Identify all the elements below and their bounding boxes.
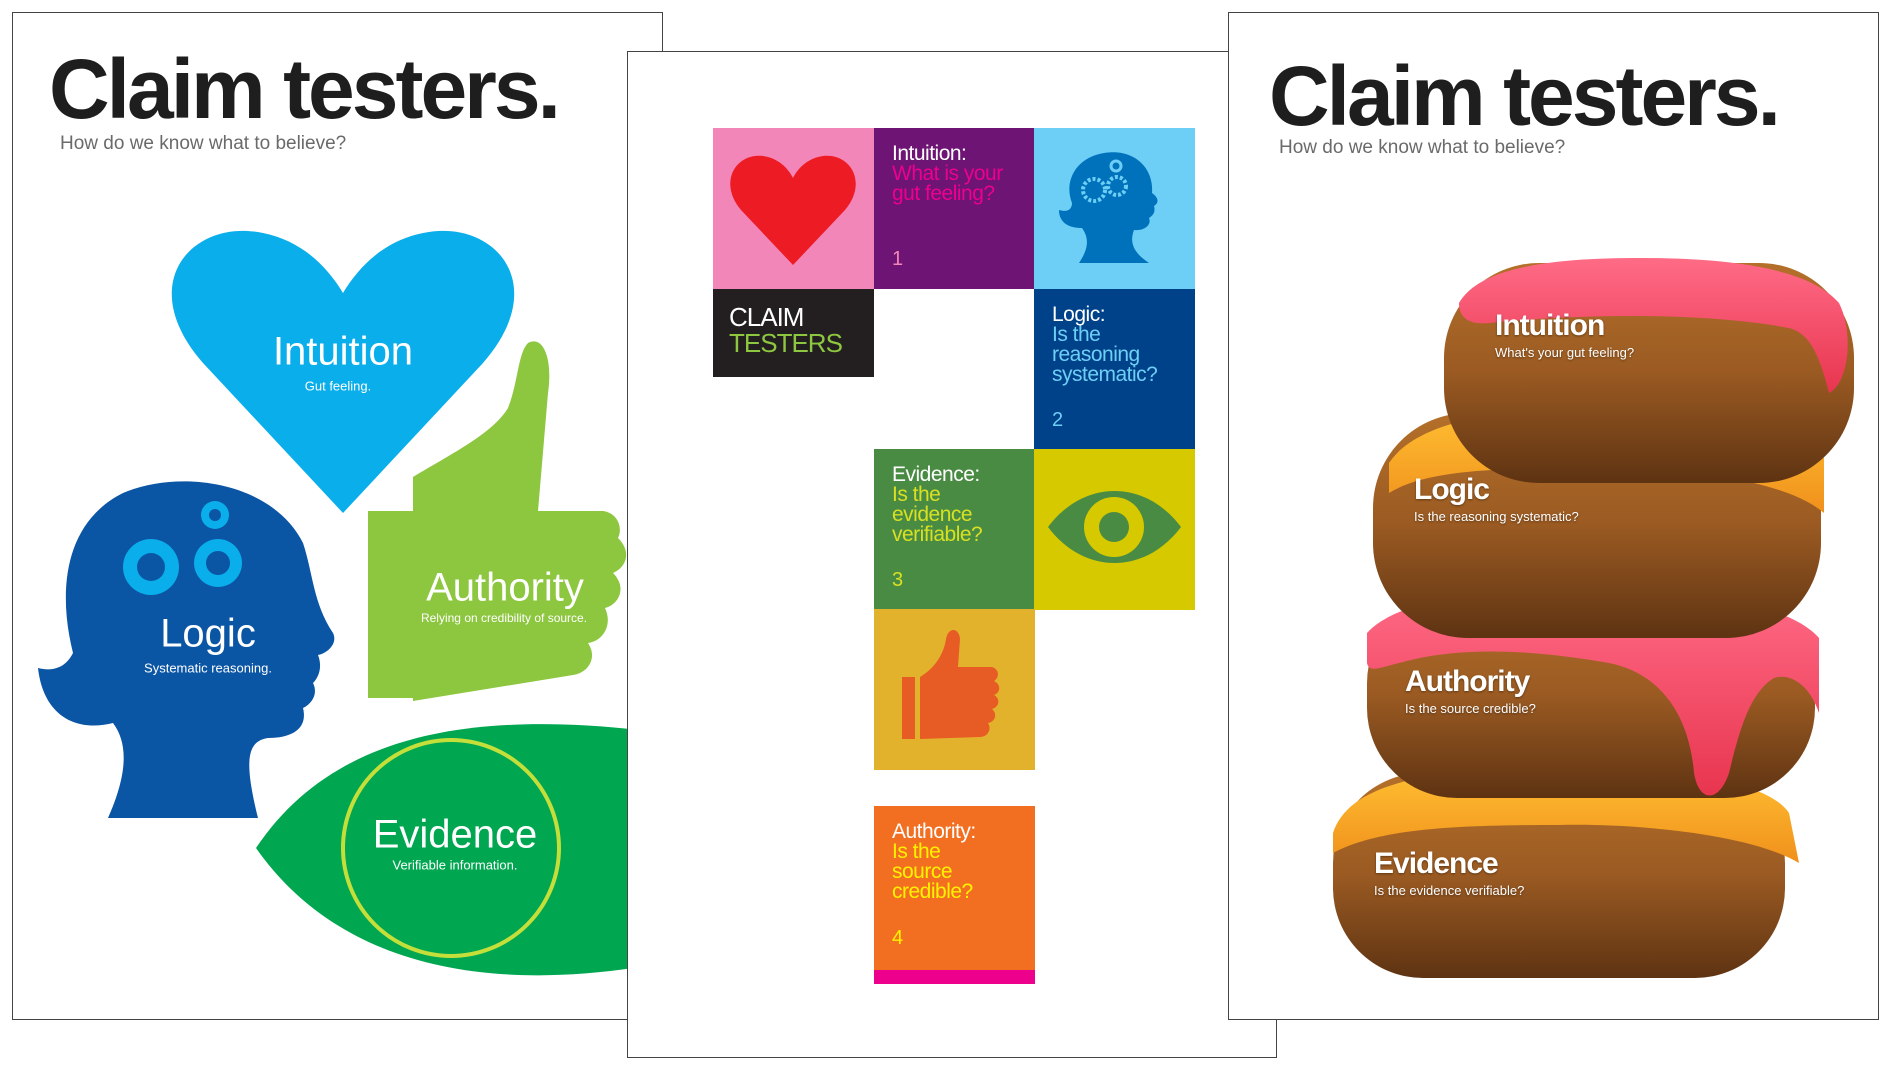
- poster-left: Claim testers. How do we know what to be…: [12, 12, 663, 1020]
- logic-tile-label: Logic:: [1052, 303, 1106, 326]
- donut-authority: [1367, 588, 1819, 798]
- claim-word: CLAIM: [729, 302, 804, 332]
- thumbs-up-icon: [902, 630, 1000, 739]
- head-tile: [1034, 128, 1195, 289]
- intuition-tile: Intuition:What is your gut feeling? 1: [874, 128, 1035, 289]
- intuition-desc: Gut feeling.: [304, 378, 372, 394]
- authority-desc: Relying on credibility of source.: [420, 611, 588, 625]
- logic-tile: Logic:Is the reasoning systematic? 2: [1034, 289, 1195, 450]
- evidence-tile: Evidence:Is the evidence verifiable? 3: [874, 449, 1035, 610]
- evidence-label: Evidence: [1374, 847, 1499, 880]
- intuition-tile-number: 1: [892, 248, 904, 270]
- head-silhouette-icon: [1059, 152, 1158, 263]
- logic-desc: Systematic reasoning.: [144, 660, 272, 676]
- intuition-label: Intuition: [1495, 309, 1605, 342]
- evidence-desc: Is the evidence verifiable?: [1374, 883, 1525, 898]
- poster-title: Claim testers.: [1269, 49, 1781, 143]
- thumbs-up-icon: [368, 341, 627, 701]
- authority-tile-number: 4: [892, 927, 904, 949]
- poster-subtitle: How do we know what to believe?: [1279, 137, 1566, 158]
- heart-icon: [730, 155, 856, 265]
- authority-tile-question: Is the source credible?: [892, 840, 973, 903]
- eye-tile: [1034, 449, 1195, 610]
- poster-subtitle: How do we know what to believe?: [60, 133, 347, 154]
- testers-word: TESTERS: [729, 328, 843, 358]
- authority-tile-label: Authority:: [892, 820, 976, 843]
- intuition-label: Intuition: [272, 329, 414, 374]
- heart-icon: [171, 230, 515, 514]
- poster-right: Claim testers. How do we know what to be…: [1228, 12, 1879, 1020]
- donut-intuition: [1444, 258, 1854, 483]
- logic-tile-question: Is the reasoning systematic?: [1052, 323, 1158, 386]
- thumbs-up-tile: [874, 609, 1035, 770]
- authority-desc: Is the source credible?: [1405, 701, 1536, 716]
- evidence-tile-number: 3: [892, 569, 904, 591]
- logic-label: Logic: [1414, 473, 1490, 506]
- claim-testers-tile: CLAIM TESTERS: [713, 289, 874, 377]
- authority-label: Authority: [1405, 665, 1530, 698]
- intuition-desc: What's your gut feeling?: [1495, 345, 1635, 360]
- donut-stack-image: [1333, 258, 1854, 978]
- intuition-tile-label: Intuition:: [892, 142, 967, 165]
- poster-middle: Intuition:What is your gut feeling? 1 CL…: [627, 51, 1277, 1058]
- logic-label: Logic: [160, 611, 256, 656]
- evidence-tile-question: Is the evidence verifiable?: [892, 483, 983, 546]
- head-silhouette-icon: [38, 481, 335, 818]
- heart-tile: [713, 128, 874, 289]
- evidence-tile-label: Evidence:: [892, 463, 980, 486]
- logic-tile-number: 2: [1052, 409, 1064, 431]
- evidence-label: Evidence: [372, 812, 538, 857]
- evidence-desc: Verifiable information.: [392, 857, 518, 873]
- pink-strip: [874, 970, 1035, 984]
- authority-tile: Authority:Is the source credible? 4: [874, 806, 1035, 984]
- logic-desc: Is the reasoning systematic?: [1414, 509, 1579, 524]
- eye-icon: [256, 724, 662, 976]
- intuition-tile-question: What is your gut feeling?: [892, 162, 1003, 205]
- infographic-shapes: [38, 230, 662, 976]
- authority-label: Authority: [426, 565, 584, 610]
- eye-icon: [1048, 491, 1181, 563]
- poster-title: Claim testers.: [49, 42, 561, 136]
